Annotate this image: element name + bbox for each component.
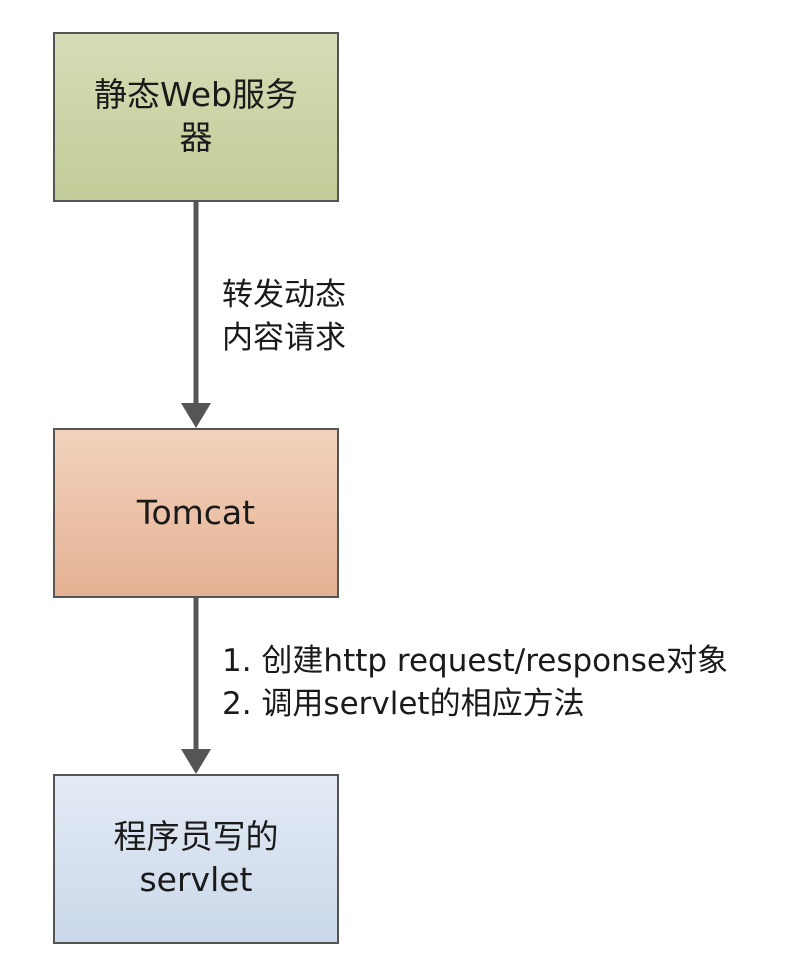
- node-label-line2: 器: [179, 118, 213, 157]
- edge-label-line1: 1. 创建http request/response对象: [222, 643, 729, 679]
- edge-label-forward-request: 转发动态 内容请求: [222, 274, 346, 360]
- edge-label-line2: 2. 调用servlet的相应方法: [222, 686, 585, 722]
- edge-label-servlet-steps: 1. 创建http request/response对象 2. 调用servle…: [222, 640, 728, 726]
- node-label: Tomcat: [136, 492, 256, 532]
- edge-label-line2: 内容请求: [222, 320, 346, 356]
- node-label-line1: 程序员写的: [113, 817, 279, 857]
- node-label: 静态Web服务 器: [94, 74, 298, 160]
- edge-label-line1: 转发动态: [222, 277, 346, 313]
- servlet-node: 程序员写的 servlet: [53, 774, 339, 944]
- node-label: 程序员写的 servlet: [114, 816, 279, 902]
- edge-tomcat-to-servlet: [181, 598, 211, 774]
- node-label-line1: 静态Web服务: [94, 75, 298, 115]
- static-web-server-node: 静态Web服务 器: [53, 32, 339, 202]
- tomcat-node: Tomcat: [53, 428, 339, 598]
- arrow-head-icon: [181, 403, 211, 428]
- node-label-line2: servlet: [139, 860, 253, 899]
- arrow-head-icon: [181, 749, 211, 774]
- edge-static-to-tomcat: [181, 202, 211, 428]
